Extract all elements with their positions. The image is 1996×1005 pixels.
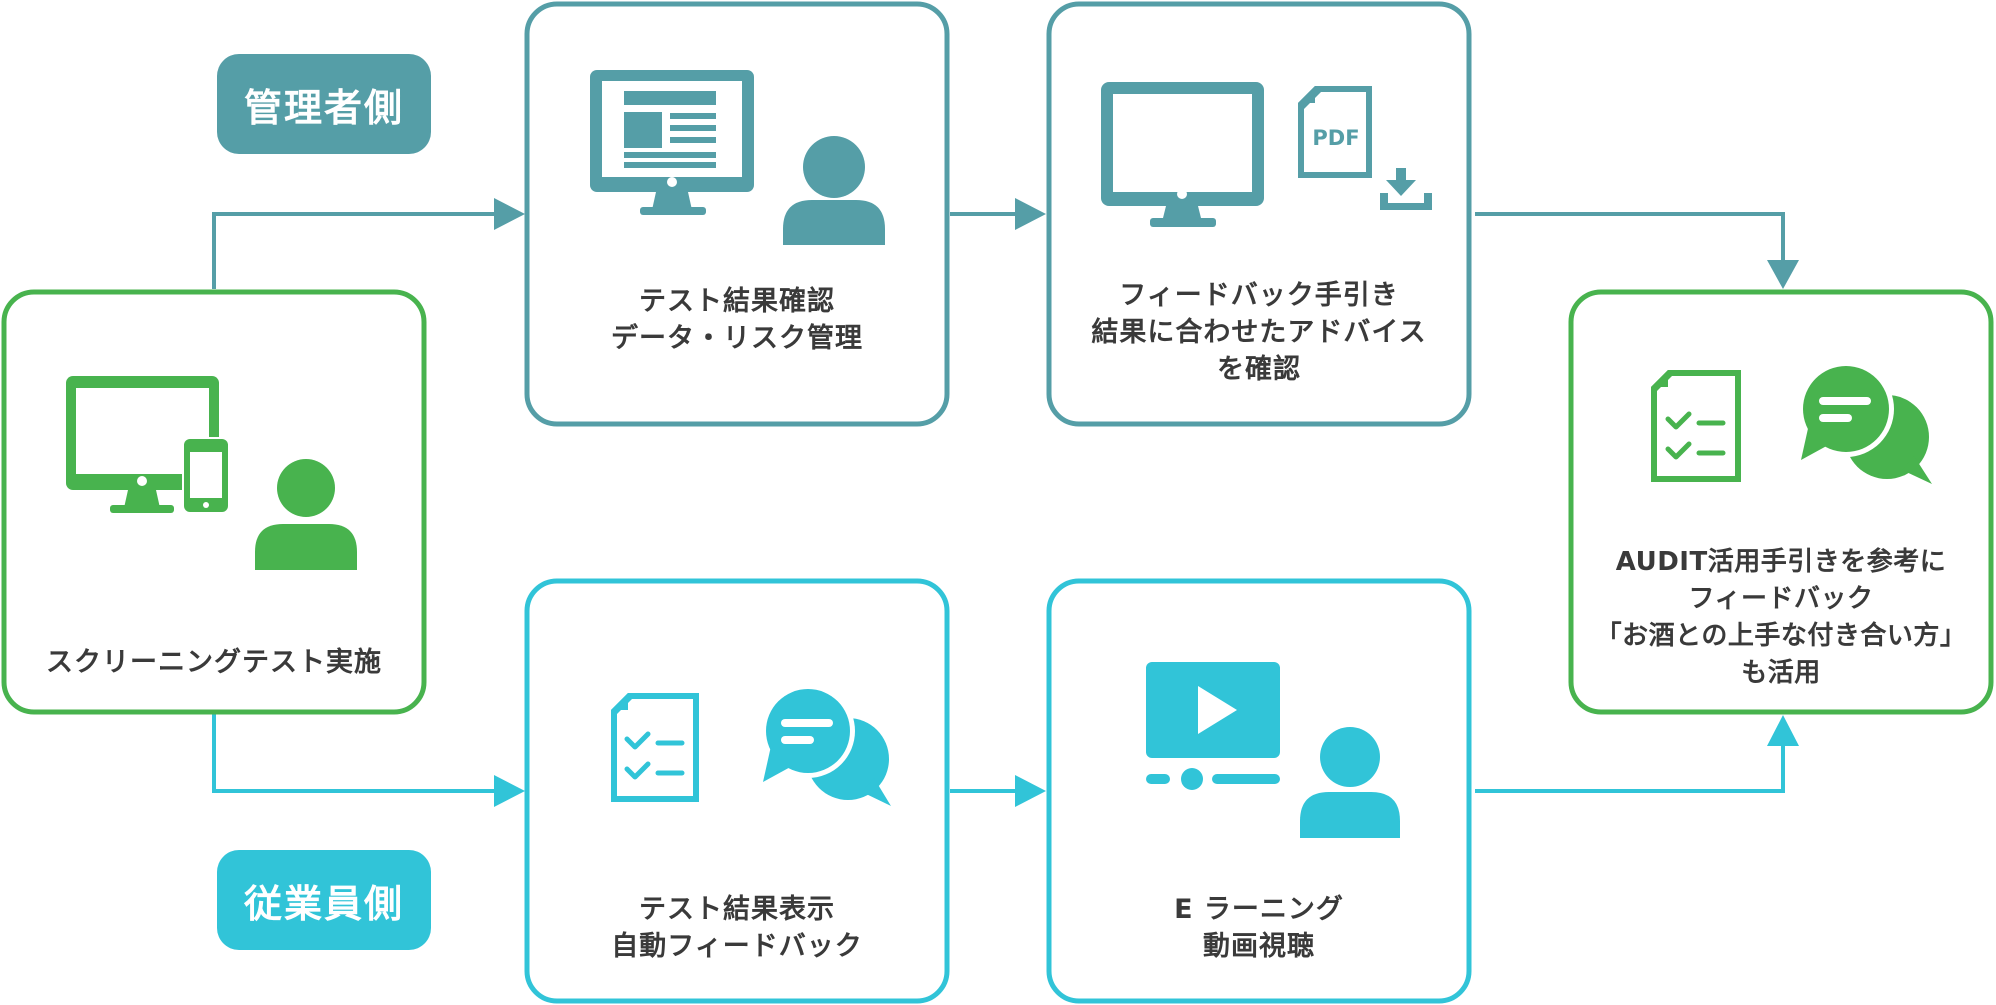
employee-results-label-line: テスト結果表示 [639, 894, 835, 925]
chat-bubbles-icon [1798, 361, 1932, 484]
user-icon [255, 459, 357, 570]
admin-results-label-line: テスト結果確認 [639, 286, 835, 317]
box-admin-results [524, 1, 950, 427]
desktop-icon [66, 376, 219, 513]
elearning-label: E ラーニング 動画視聴 [1049, 891, 1469, 965]
checklist-document-icon [611, 693, 699, 802]
connector-employee-results-to-elearning [950, 775, 1046, 807]
user-icon [1300, 727, 1400, 838]
admin-results-label-line: データ・リスク管理 [611, 323, 863, 354]
monitor-icon [1101, 82, 1264, 227]
admin-feedback-label-line: を確認 [1217, 354, 1301, 385]
admin-feedback-label-line: 結果に合わせたアドバイス [1091, 317, 1427, 348]
user-icon [783, 136, 885, 245]
video-player-icon [1146, 662, 1280, 790]
employee-side-tag-label: 従業員側 [243, 881, 404, 926]
connector-screening-to-admin-results [212, 198, 525, 289]
chat-bubbles-icon [761, 684, 891, 806]
download-icon [1380, 168, 1432, 210]
admin-feedback-label-line: フィードバック手引き [1119, 280, 1399, 311]
smartphone-icon [182, 437, 230, 514]
audit-label-line: 「お酒との上手な付き合い方」 [1595, 621, 1967, 651]
audit-label-line: フィードバック [1688, 584, 1874, 614]
monitor-dashboard-icon [590, 70, 754, 215]
audit-label-line: も活用 [1741, 658, 1821, 688]
elearning-label-line: E ラーニング [1174, 894, 1344, 925]
pdf-label: PDF [1312, 126, 1359, 150]
admin-results-label: テスト結果確認 データ・リスク管理 [527, 283, 947, 357]
pdf-file-icon: PDF [1298, 86, 1372, 178]
admin-side-tag: 管理者側 [217, 54, 431, 154]
connector-admin-results-to-feedback [950, 198, 1046, 230]
box-employee-results [524, 578, 950, 1004]
elearning-label-line: 動画視聴 [1203, 931, 1315, 962]
checklist-document-icon [1651, 370, 1741, 482]
employee-results-label-line: 自動フィードバック [611, 931, 863, 962]
screening-label: スクリーニングテスト実施 [4, 644, 424, 681]
employee-results-label: テスト結果表示 自動フィードバック [527, 891, 947, 965]
connector-admin-feedback-to-audit [1475, 212, 1799, 289]
audit-label: AUDIT活用手引きを参考に フィードバック 「お酒との上手な付き合い方」 も活… [1571, 544, 1991, 692]
screening-label-line: スクリーニングテスト実施 [46, 647, 382, 678]
employee-side-tag: 従業員側 [217, 850, 431, 950]
connector-elearning-to-audit [1475, 715, 1799, 793]
admin-feedback-label: フィードバック手引き 結果に合わせたアドバイス を確認 [1049, 277, 1469, 388]
audit-label-line: AUDIT活用手引きを参考に [1615, 547, 1947, 577]
admin-side-tag-label: 管理者側 [243, 85, 404, 130]
connector-screening-to-employee-results [212, 714, 525, 807]
